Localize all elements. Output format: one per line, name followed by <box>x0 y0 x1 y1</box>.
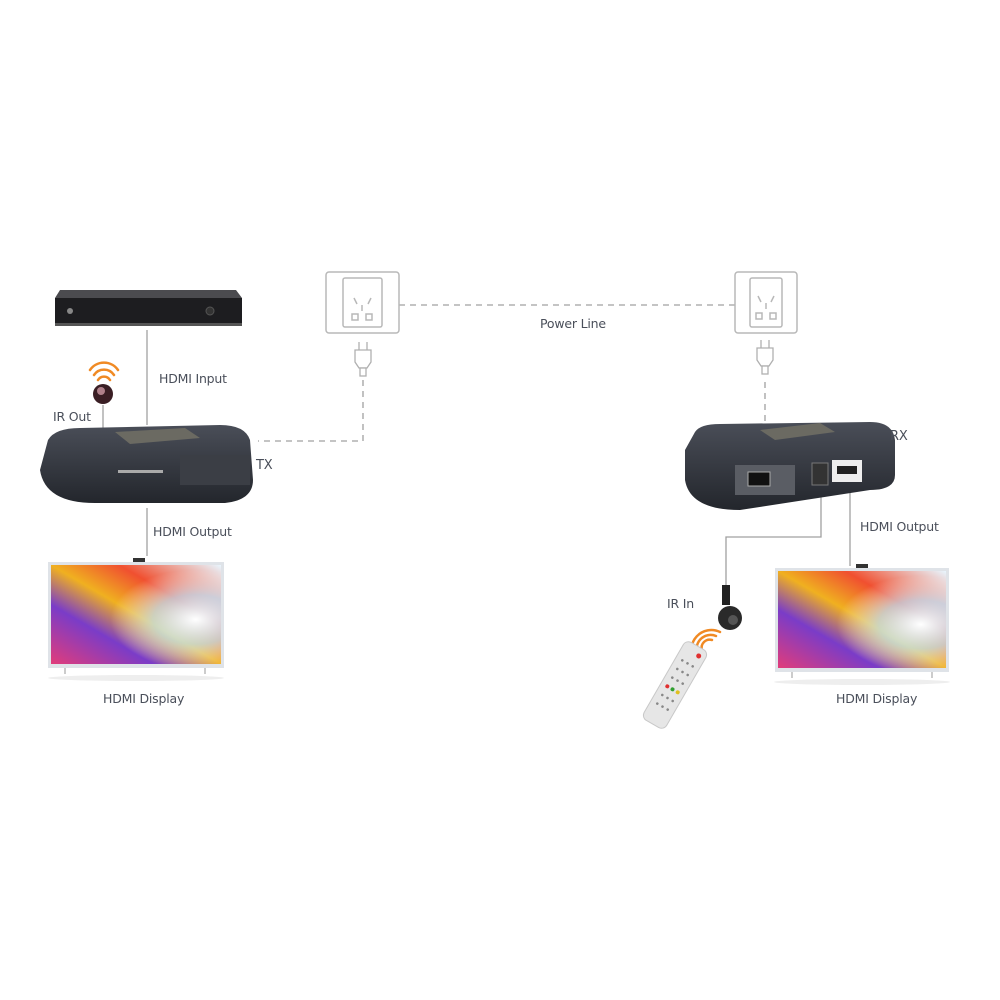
power-outlet-left <box>325 271 400 334</box>
power-outlet-right <box>734 271 798 334</box>
tx-label: TX <box>256 458 273 473</box>
power-plug-left <box>354 342 372 377</box>
connection-lines <box>102 304 851 588</box>
power-line-label: Power Line <box>540 316 606 331</box>
ir-out-label: IR Out <box>53 409 91 424</box>
hdmi-display-label-left: HDMI Display <box>103 691 185 706</box>
ir-emitter <box>88 361 120 404</box>
hdmi-output-label-left: HDMI Output <box>153 524 232 539</box>
tv-right <box>774 564 950 685</box>
hdmi-input-label: HDMI Input <box>159 371 227 386</box>
remote-control <box>642 628 722 729</box>
tx-transmitter <box>40 425 253 503</box>
tv-left <box>48 558 224 681</box>
tx-power-cable <box>258 380 364 442</box>
ir-in-cable <box>725 488 822 588</box>
power-plug-right <box>756 340 774 375</box>
hdmi-output-label-right: HDMI Output <box>860 519 939 534</box>
source-player <box>55 290 242 326</box>
ir-receiver <box>718 585 742 630</box>
ir-wave-icon <box>88 361 120 382</box>
hdmi-display-label-right: HDMI Display <box>836 691 918 706</box>
rx-receiver <box>685 422 895 510</box>
rx-label: RX <box>890 429 908 444</box>
ir-in-label: IR In <box>667 596 694 611</box>
